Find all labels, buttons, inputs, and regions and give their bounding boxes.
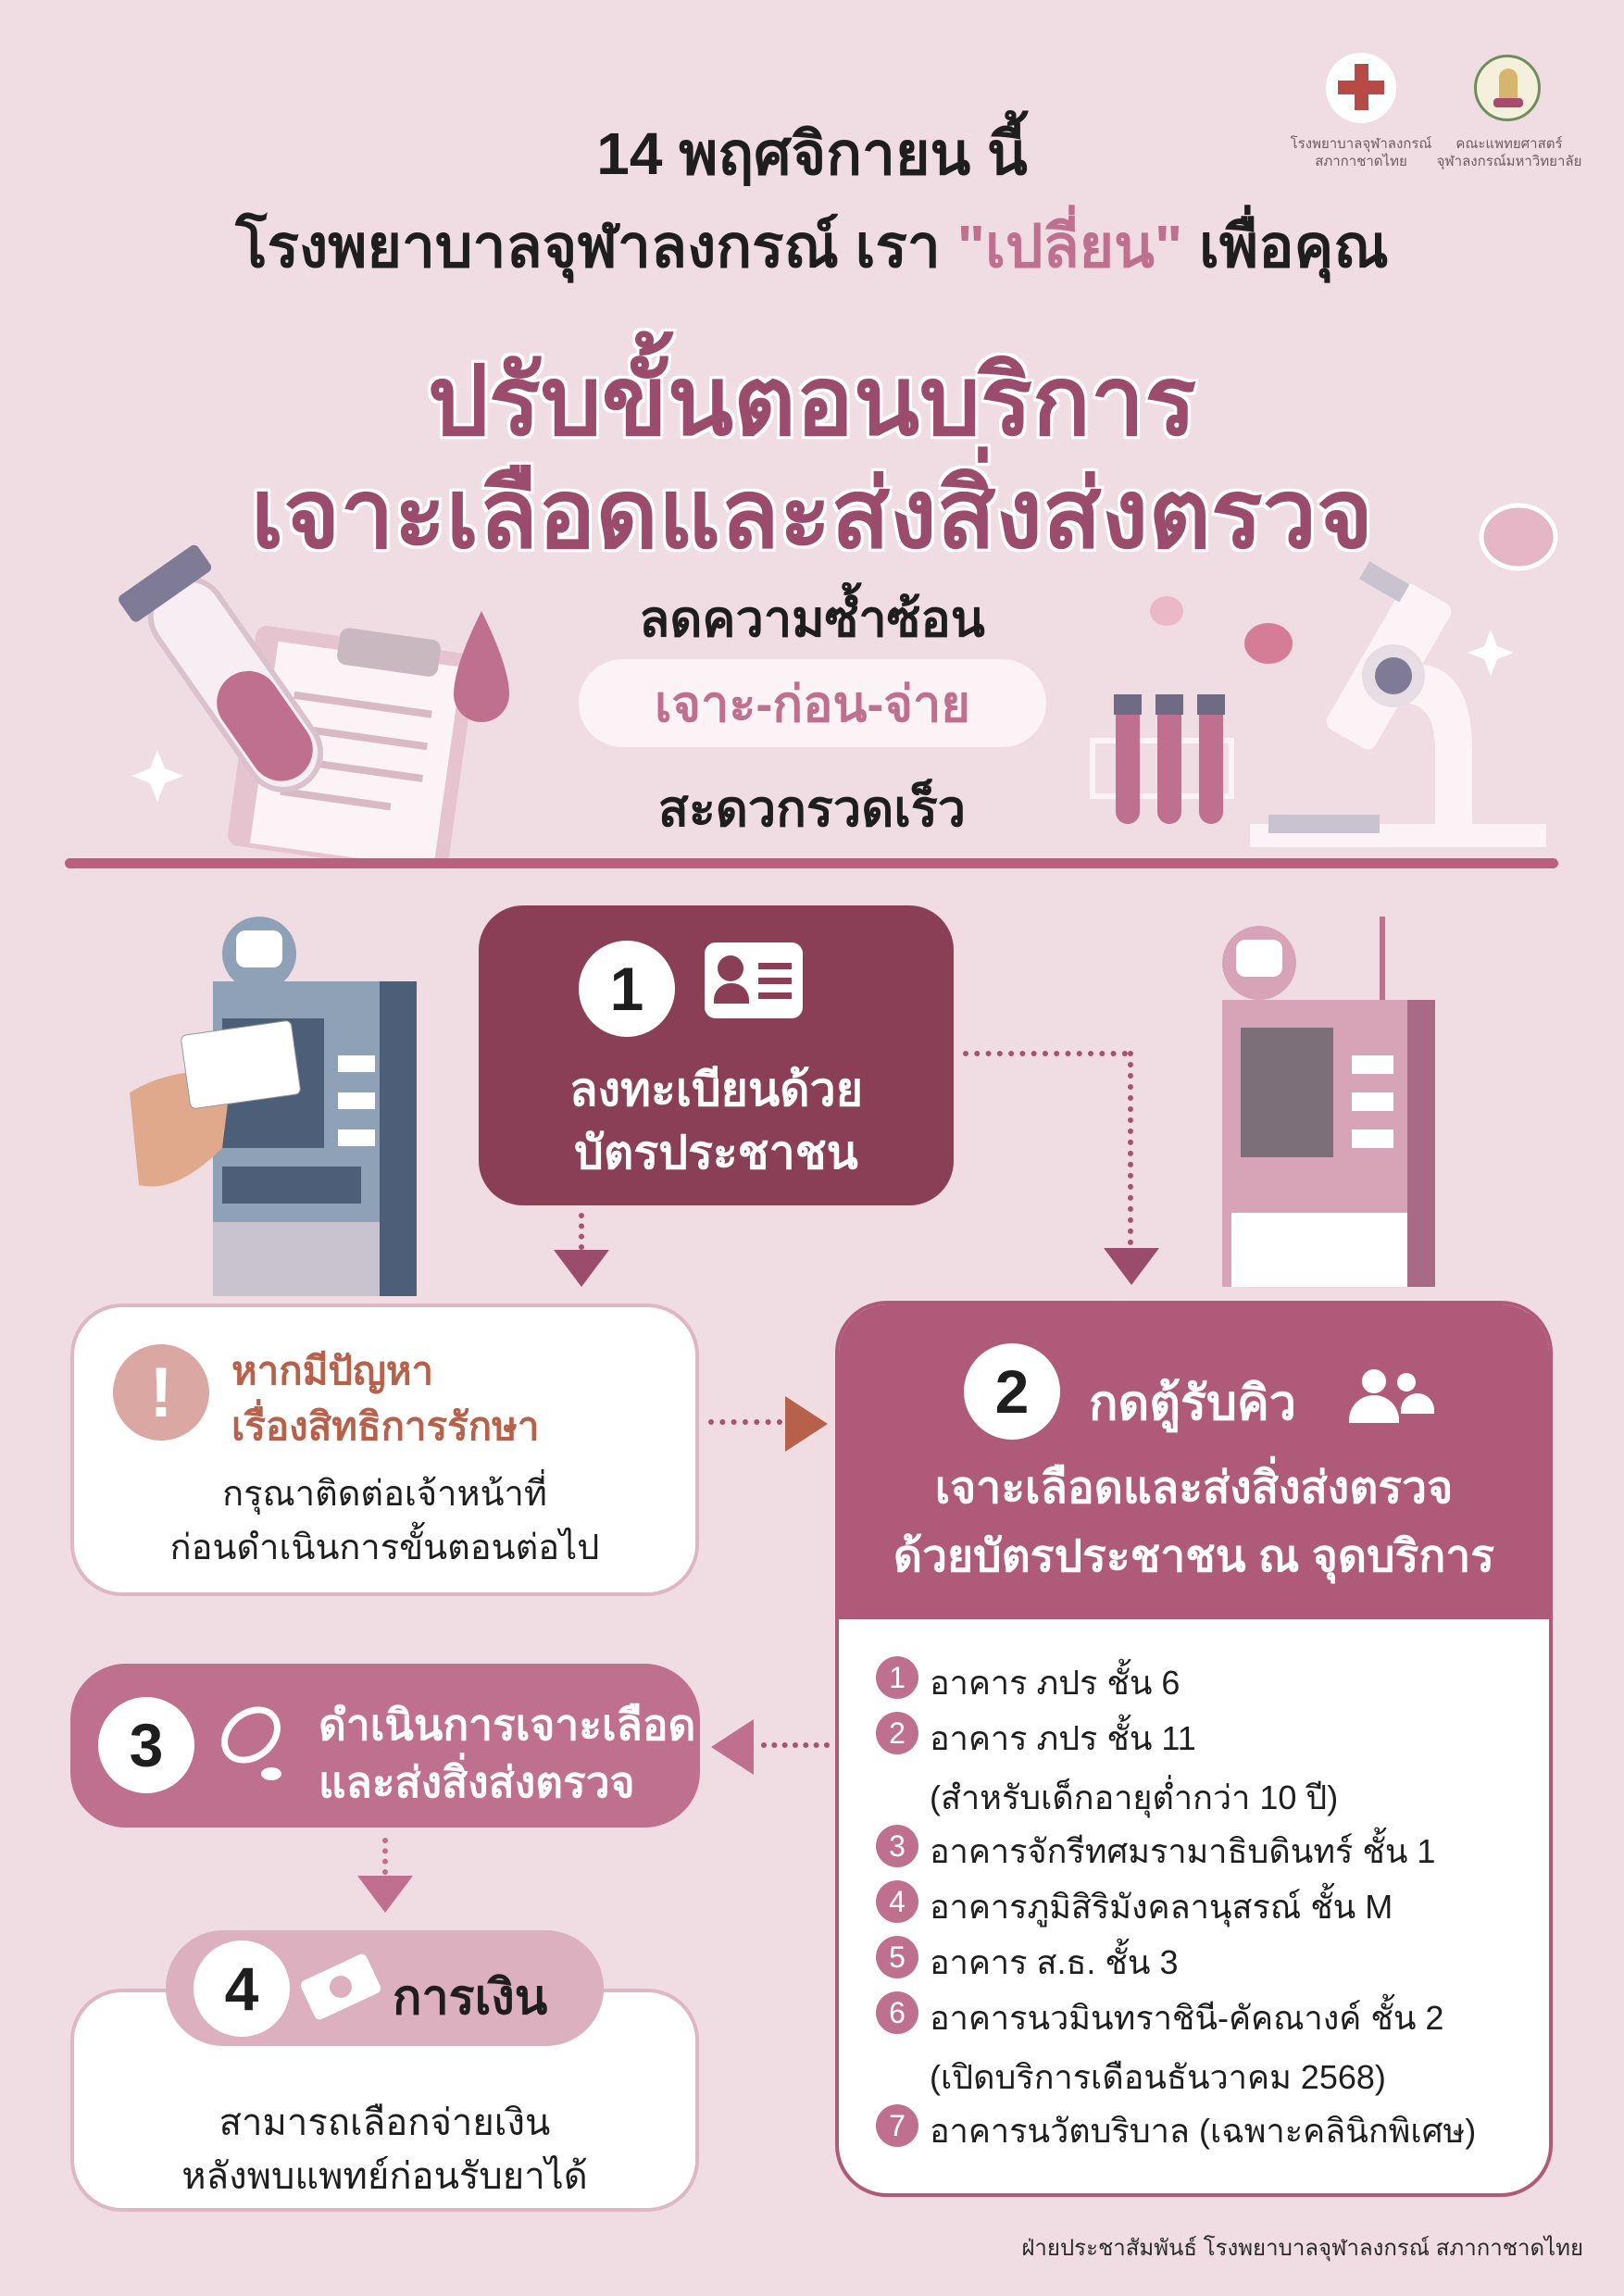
- blood-cell-icon: [209, 1694, 293, 1776]
- location-item: 5 อาคาร ส.ธ. ชั้น 3: [876, 1936, 1179, 1989]
- location-number: 7: [876, 2104, 918, 2147]
- benefit-reduce-redundancy: ลดความซ้ำซ้อน: [639, 592, 985, 647]
- connector: [761, 1742, 830, 1748]
- step3-blood-draw-card: 3 ดำเนินการเจาะเลือด และส่งสิ่งส่งตรวจ: [70, 1664, 700, 1828]
- headline-text-end: เพื่อคุณ: [1182, 213, 1389, 280]
- red-blood-cell-icon: [1479, 503, 1558, 571]
- id-card-icon: [181, 1020, 301, 1109]
- arrow-down-icon: [357, 1876, 413, 1913]
- main-title-line1: ปรับขั้นตอนบริการ: [427, 348, 1197, 455]
- location-item: 7 อาคารนวัตบริบาล (เฉพาะคลินิกพิเศษ): [876, 2104, 1476, 2157]
- step2-title: กดตู้รับคิว: [1089, 1377, 1296, 1430]
- problem-text2: ก่อนดำเนินการขั้นตอนต่อไป: [169, 1529, 600, 1567]
- id-card-icon: [705, 942, 803, 1018]
- location-text: อาคารภูมิสิริมังคลานุสรณ์ ชั้น M: [930, 1888, 1393, 1926]
- location-number: 5: [876, 1936, 918, 1978]
- location-text: อาคาร ส.ธ. ชั้น 3: [930, 1943, 1179, 1981]
- headline-highlight: "เปลี่ยน": [956, 213, 1183, 280]
- location-number: 3: [876, 1825, 918, 1867]
- location-note: (สำหรับเด็กอายุต่ำกว่า 10 ปี): [930, 1778, 1339, 1816]
- step1-line2: บัตรประชาชน: [574, 1127, 858, 1179]
- step2-queue-card: 2 กดตู้รับคิว เจาะเลือดและส่งสิ่งส่งตรวจ…: [835, 1301, 1553, 2197]
- location-item: 6 อาคารนวมินทราชินี-คัคณางค์ ชั้น 2 (เปิดบ…: [876, 1991, 1443, 2111]
- connector: [708, 1419, 782, 1425]
- people-group-icon: [1343, 1369, 1436, 1425]
- location-number: 6: [876, 1991, 918, 2034]
- date-line: 14 พฤศจิกายน นี้: [596, 120, 1028, 187]
- headline-text: โรงพยาบาลจุฬาลงกรณ์ เรา: [235, 213, 957, 280]
- money-icon: [298, 1952, 383, 2022]
- location-number: 2: [876, 1712, 918, 1754]
- clipboard-test-tube-illustration: [119, 544, 509, 861]
- arrow-down-icon: [554, 1250, 609, 1287]
- exclamation-icon: !: [113, 1344, 209, 1441]
- step2-line1: เจาะเลือดและส่งสิ่งส่งตรวจ: [934, 1464, 1454, 1513]
- connector: [579, 1213, 584, 1250]
- benefit-pill: เจาะ-ก่อน-จ่าย: [579, 659, 1046, 747]
- location-item: 4 อาคารภูมิสิริมังคลานุสรณ์ ชั้น M: [876, 1880, 1393, 1933]
- location-text: อาคารจักรีทศมรามาธิบดินทร์ ชั้น 1: [930, 1832, 1436, 1870]
- problem-text1: กรุณาติดต่อเจ้าหน้าที่: [222, 1475, 547, 1514]
- step2-line2: ด้วยบัตรประชาชน ณ จุดบริการ: [893, 1532, 1495, 1581]
- location-item: 1 อาคาร ภปร ชั้น 6: [876, 1656, 1180, 1709]
- step2-number: 2: [964, 1343, 1060, 1440]
- step4-text1: สามารถเลือกจ่ายเงิน: [219, 2103, 551, 2143]
- problem-title2: เรื่องสิทธิการรักษา: [231, 1404, 540, 1448]
- location-number: 1: [876, 1656, 918, 1699]
- step3-number: 3: [98, 1697, 194, 1793]
- location-text: อาคาร ภปร ชั้น 6: [930, 1664, 1181, 1702]
- main-title-line2: เจาะเลือดและส่งสิ่งส่งตรวจ: [250, 461, 1374, 568]
- connector: [382, 1838, 388, 1875]
- benefit-convenient: สะดวกรวดเร็ว: [657, 781, 967, 837]
- step1-line1: ลงทะเบียนด้วย: [568, 1064, 864, 1116]
- step4-header: 4 การเงิน: [166, 1930, 604, 2046]
- headline: โรงพยาบาลจุฬาลงกรณ์ เรา "เปลี่ยน" เพื่อค…: [0, 199, 1624, 293]
- step4-text2: หลังพบแพทย์ก่อนรับยาได้: [181, 2156, 588, 2197]
- footer-credit: ฝ่ายประชาสัมพันธ์ โรงพยาบาลจุฬาลงกรณ์ สภ…: [1021, 2236, 1583, 2261]
- faculty-university: จุฬาลงกรณ์มหาวิทยาลัย: [1436, 154, 1582, 169]
- id-card-kiosk-illustration: [130, 917, 417, 1296]
- faculty-name: คณะแพทยศาสตร์: [1455, 136, 1563, 152]
- arrow-right-icon: [785, 1396, 828, 1452]
- sparkle-icon: [131, 750, 183, 802]
- location-item: 3 อาคารจักรีทศมรามาธิบดินทร์ ชั้น 1: [876, 1825, 1435, 1878]
- rights-problem-notice: ! หากมีปัญหา เรื่องสิทธิการรักษา กรุณาติ…: [70, 1304, 699, 1596]
- location-number: 4: [876, 1880, 918, 1923]
- hospital-org: สภากาชาดไทย: [1315, 154, 1407, 169]
- location-text: อาคารนวัตบริบาล (เฉพาะคลินิกพิเศษ): [930, 2112, 1477, 2150]
- faculty-logo-text: คณะแพทยศาสตร์ จุฬาลงกรณ์มหาวิทยาลัย: [1435, 135, 1583, 170]
- hospital-name: โรงพยาบาลจุฬาลงกรณ์: [1290, 136, 1432, 152]
- step3-line2: และส่งสิ่งส่งตรวจ: [319, 1758, 635, 1806]
- arrow-down-icon: [1104, 1248, 1159, 1285]
- location-text: อาคารนวมินทราชินี-คัคณางค์ ชั้น 2: [930, 1999, 1444, 2037]
- blood-drop-icon: [454, 611, 509, 722]
- connector: [963, 1051, 1128, 1056]
- location-note: (เปิดบริการเดือนธันวาคม 2568): [930, 2058, 1386, 2096]
- section-divider: [65, 858, 1558, 868]
- step3-line1: ดำเนินการเจาะเลือด: [319, 1701, 696, 1749]
- faculty-seal-logo: [1474, 55, 1541, 121]
- step1-number: 1: [579, 941, 675, 1037]
- location-item: 2 อาคาร ภปร ชั้น 11 (สำหรับเด็กอายุต่ำกว่า…: [876, 1712, 1338, 1831]
- queue-kiosk-illustration: [1222, 917, 1435, 1287]
- hospital-logo-text: โรงพยาบาลจุฬาลงกรณ์ สภากาชาดไทย: [1287, 135, 1435, 170]
- step1-register-card: 1 ลงทะเบียนด้วย บัตรประชาชน: [479, 905, 954, 1205]
- connector: [1128, 1051, 1133, 1245]
- arrow-left-icon: [711, 1719, 754, 1775]
- location-text: อาคาร ภปร ชั้น 11: [930, 1719, 1196, 1757]
- problem-title1: หากมีปัญหา: [231, 1349, 434, 1392]
- step4-number: 4: [194, 1940, 290, 2037]
- lab-tubes-microscope-illustration: [1090, 503, 1558, 847]
- hospital-logo: [1326, 53, 1396, 123]
- step4-title: การเงิน: [393, 1971, 548, 2025]
